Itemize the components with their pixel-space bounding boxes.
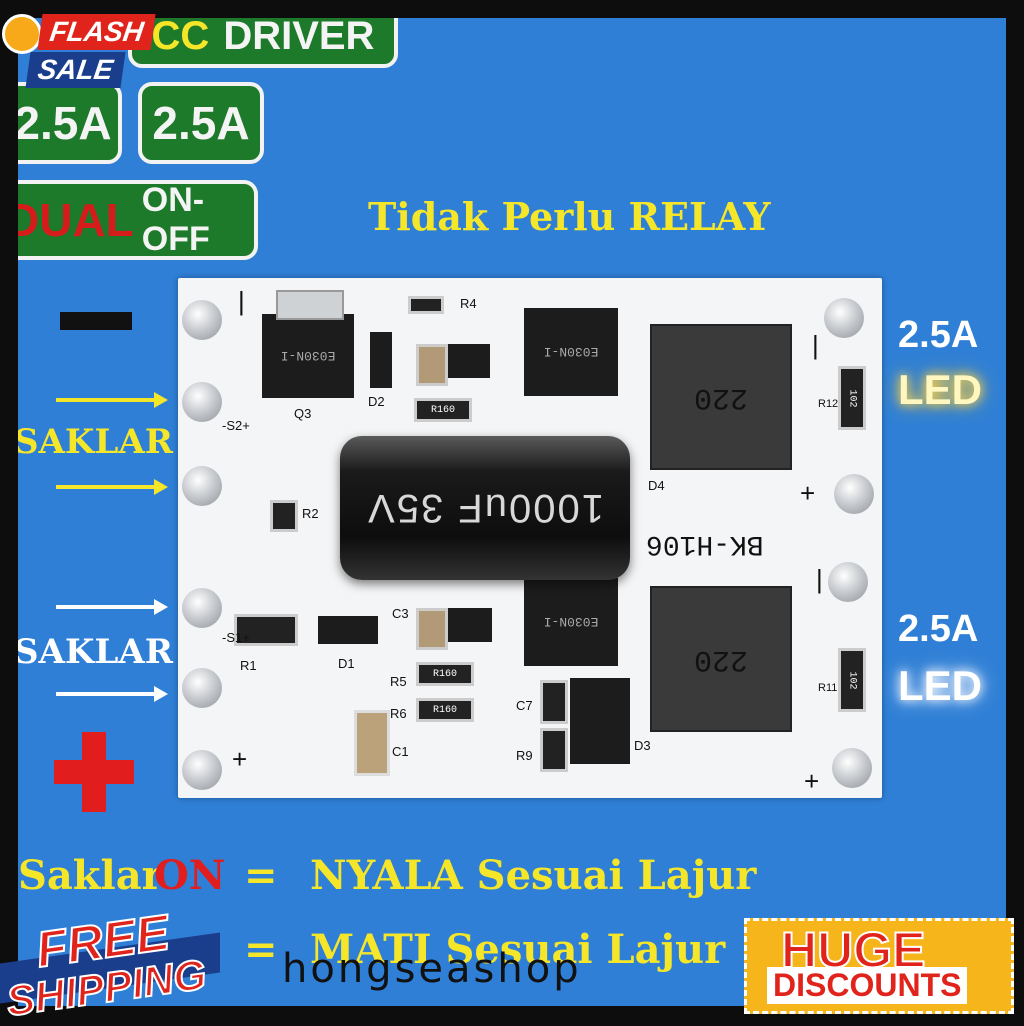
label-s1: -S1+ <box>222 630 250 645</box>
solder-pad <box>182 668 222 708</box>
clock-icon <box>2 14 42 54</box>
discounts-label: DISCOUNTS <box>767 967 968 1004</box>
label-r6: R6 <box>390 706 407 721</box>
amp-right-pill: 2.5A <box>138 82 264 164</box>
label-r1: R1 <box>240 658 257 673</box>
onoff-label: ON-OFF <box>141 181 210 258</box>
label-r12: R12 <box>818 398 839 410</box>
polarity-minus: | <box>816 564 823 594</box>
label-q3: Q3 <box>294 406 312 421</box>
capacitor-c9 <box>540 728 568 772</box>
label-r11: R11 <box>818 682 838 694</box>
ic-u2 <box>442 608 492 642</box>
sale-label: SALE <box>25 52 126 88</box>
mosfet-q2: E030N-I <box>524 308 618 396</box>
polarity-plus: + <box>800 478 816 508</box>
label-d2: D2 <box>368 394 385 409</box>
label-r4: R4 <box>460 296 477 311</box>
mosfet-tab <box>276 290 344 320</box>
label-c1: C1 <box>392 744 409 759</box>
solder-pad <box>824 298 864 338</box>
solder-pad <box>182 382 222 422</box>
watermark: hongseashop <box>282 946 582 992</box>
amp-left-pill: 2.5A <box>18 82 122 164</box>
capacitor-value: 1000uF 35V <box>366 486 604 531</box>
resistor-r6: R160 <box>416 698 474 722</box>
solder-pad <box>182 300 222 340</box>
product-image: CC DRIVER 2.5A 2.5A DUAL ON-OFF Tidak Pe… <box>18 18 1006 1006</box>
label-c3: C3 <box>392 606 409 621</box>
switch1-label: SAKLAR 1 <box>18 422 209 462</box>
capacitor-c1 <box>354 710 390 776</box>
resistor-r12: 102 <box>838 366 866 430</box>
switch2-label: SAKLAR 2 <box>18 632 209 672</box>
label-d1: D1 <box>338 656 355 671</box>
solder-pad <box>834 474 874 514</box>
capacitor-c4 <box>416 344 448 386</box>
ic-u1 <box>440 344 490 378</box>
capacitor-c7 <box>540 680 568 724</box>
resistor-r11: 102 <box>838 648 866 712</box>
inductor-bottom: 220 <box>650 586 792 732</box>
plus-icon <box>54 732 134 812</box>
resistor-r7: R160 <box>414 398 472 422</box>
label-d4: D4 <box>648 478 665 493</box>
label-r2: R2 <box>302 506 319 521</box>
no-relay-text: Tidak Perlu RELAY <box>368 194 771 239</box>
led-top-label: LED <box>898 366 982 413</box>
amp-bottom-label: 2.5A <box>898 608 979 650</box>
polarity-plus: + <box>804 766 820 796</box>
polarity-minus: | <box>238 286 245 316</box>
diode-d2 <box>370 332 392 388</box>
arrow-icon <box>56 599 168 615</box>
flash-sale-badge: FLASH SALE <box>0 0 160 100</box>
solder-pad <box>828 562 868 602</box>
cc-label: CC <box>151 18 210 58</box>
arrow-icon <box>56 479 168 495</box>
dual-onoff-pill: DUAL ON-OFF <box>18 180 258 260</box>
driver-pill: CC DRIVER <box>128 18 398 68</box>
footer-line1: Saklar ON = NYALA Sesuai Lajur <box>18 852 757 899</box>
resistor-r2 <box>270 500 298 532</box>
label-r5: R5 <box>390 674 407 689</box>
mosfet-q1: E030N-I <box>524 578 618 666</box>
footer-line2: = MATI Sesuai Lajur <box>244 926 726 973</box>
solder-pad <box>182 588 222 628</box>
resistor-r4 <box>408 296 444 314</box>
amp-top-label: 2.5A <box>898 314 979 356</box>
label-s2: -S2+ <box>222 418 250 433</box>
arrow-icon <box>56 686 168 702</box>
huge-discounts-badge: HUGE DISCOUNTS <box>744 918 1014 1014</box>
label-d3: D3 <box>634 738 651 753</box>
label-c7: C7 <box>516 698 533 713</box>
polarity-minus: | <box>812 330 819 360</box>
free-shipping-badge: FREE SHIPPING <box>0 903 230 1026</box>
dual-label: DUAL <box>18 194 134 246</box>
minus-bar <box>60 312 132 330</box>
electrolytic-capacitor: 1000uF 35V <box>340 436 630 580</box>
board-model: BK-H106 <box>646 528 764 559</box>
label-r9: R9 <box>516 748 533 763</box>
solder-pad <box>832 748 872 788</box>
solder-pad <box>182 750 222 790</box>
diode-d3 <box>570 678 630 764</box>
solder-pad <box>182 466 222 506</box>
capacitor-c3 <box>416 608 448 650</box>
resistor-r5: R160 <box>416 662 474 686</box>
flash-label: FLASH <box>37 14 156 50</box>
led-bottom-label: LED <box>898 662 982 709</box>
resistor-r1 <box>234 614 298 646</box>
driver-label: DRIVER <box>223 18 375 58</box>
diode-d1 <box>318 616 378 644</box>
inductor-top: 220 <box>650 324 792 470</box>
polarity-plus: + <box>232 744 248 774</box>
arrow-icon <box>56 392 168 408</box>
mosfet-q3: E030N-I <box>262 314 354 398</box>
